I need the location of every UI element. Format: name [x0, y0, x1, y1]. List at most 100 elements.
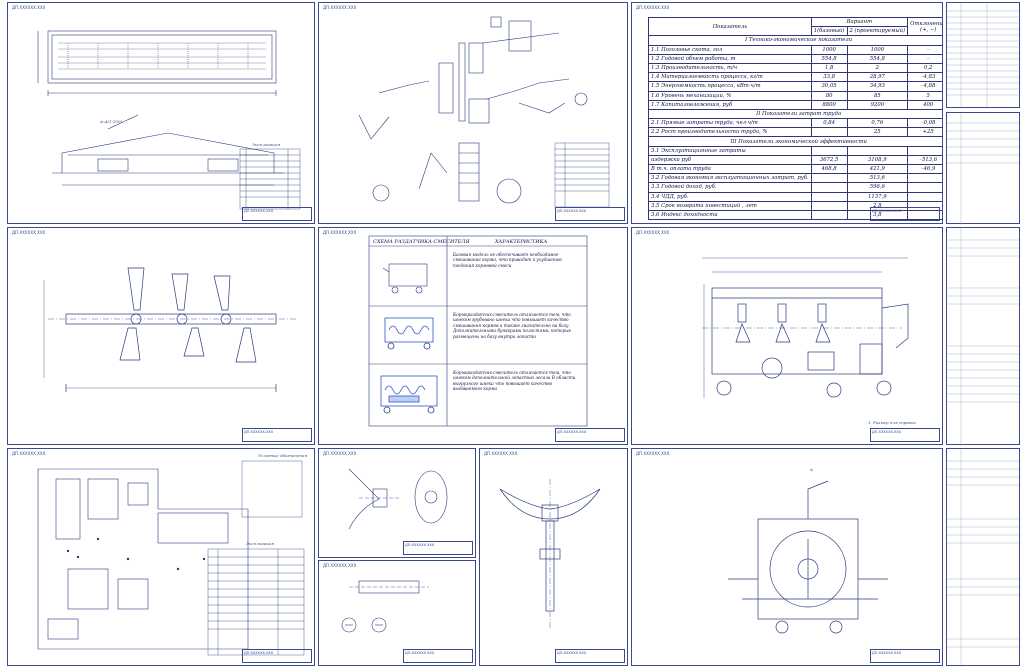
sheet-header: ДП.ХХХХХХ.ХХХ [636, 230, 670, 235]
cell-base [810, 145, 848, 156]
econ-indicators-table: Показатель Вариант Отклонения (+, −) 1(б… [647, 16, 942, 221]
sheet-scheme[interactable]: ДП.ХХХХХХ.ХХХ СХЕМА РАЗДАТЧИКА-СМЕСИТЕЛЯ… [318, 227, 628, 445]
cell-base: 80 [810, 90, 848, 101]
title-block: ДП.ХХХХХХ.ХХХ [242, 207, 312, 221]
cell-project: 1137,9 [846, 191, 909, 202]
cell-project: 85 [846, 90, 909, 101]
cell-deviation: – [907, 44, 942, 55]
cell-deviation: 0,2 [907, 62, 942, 74]
cell-project: 513,6 [846, 173, 909, 184]
title-block: ДП.ХХХХХХ.ХХХ [403, 649, 473, 663]
section-label: А-А(1:100) [100, 119, 123, 124]
sheet-side-view[interactable]: ДП.ХХХХХХ.ХХХ А ДП.ХХХХХХ.ХХХ [631, 448, 943, 666]
cell-project: 1000 [846, 44, 909, 55]
title-block: ДП.ХХХХХХ.ХХХ [870, 428, 940, 442]
characteristic-text-1: Базовая модель не обеспечивает необходим… [453, 252, 562, 268]
cell-indicator: 3.5 Срок возврата инвестиций , лет [648, 200, 812, 211]
spec-strip-top [946, 2, 1021, 109]
cell-project: 596,6 [846, 182, 909, 193]
table-section-row: III Показатели экономической эффективнос… [647, 136, 942, 147]
cell-base [810, 173, 848, 184]
cell-project: 0,76 [846, 118, 909, 129]
cell-base: 0,84 [810, 118, 848, 129]
sheet-assembly[interactable]: ДП.ХХХХХХ.ХХХ 1. Размер для справок ДП.Х… [631, 227, 943, 445]
cell-deviation [907, 200, 942, 211]
cell-base: 468,8 [810, 163, 848, 175]
cell-indicator: 3.6 Индекс доходности [648, 209, 812, 221]
cell-project: 9200 [846, 99, 909, 110]
cell-base: 3672,5 [810, 154, 848, 166]
side-view-drawing [728, 480, 888, 634]
cell-deviation: – [907, 53, 942, 64]
sheet-header: ДП.ХХХХХХ.ХХХ [12, 5, 46, 10]
table-section-row: I Технико-экономические показатели [647, 35, 942, 46]
assembly-drawing [702, 257, 909, 398]
cell-indicator: 1.1 Поголовье скота, гол [648, 44, 812, 55]
cell-base: 33,8 [810, 72, 848, 83]
title-block: ДП.ХХХХХХ.ХХХ [403, 541, 473, 555]
cell-deviation: –513,6 [907, 154, 942, 166]
cell-base: 1,8 [810, 62, 848, 74]
title-block: ДП.ХХХХХХ.ХХХ [242, 649, 312, 663]
cell-deviation [907, 191, 942, 202]
sheet-header: ДП.ХХХХХХ.ХХХ [12, 230, 46, 235]
plan-drawing [37, 460, 305, 656]
head-variant: Вариант [810, 16, 909, 28]
head-indicator: Показатель [648, 16, 812, 37]
cell-base [810, 200, 848, 211]
sheet-process-flow[interactable]: ДП.ХХХХХХ.ХХХ [318, 2, 628, 224]
cell-indicator: 3.2 Годовая экономия эксплуатационных за… [648, 173, 812, 184]
section-label: III Показатели экономической эффективнос… [647, 136, 942, 147]
cell-deviation: –4,83 [907, 72, 942, 83]
cell-indicator: 2.1 Прямые затраты труда, чел·ч/т [648, 118, 812, 129]
sheet-header: ДП.ХХХХХХ.ХХХ [323, 5, 357, 10]
cell-base: 554,8 [810, 53, 848, 64]
cell-base: 1000 [810, 44, 848, 55]
sheet-impeller[interactable]: ДП.ХХХХХХ.ХХХ ДП.ХХХХХХ.ХХХ [318, 448, 476, 558]
sheet-header: ДП.ХХХХХХ.ХХХ [636, 5, 670, 10]
sheet-shaft[interactable]: ДП.ХХХХХХ.ХХХ ДП.ХХХХХХ.ХХХ [318, 560, 476, 666]
scheme-frame [368, 235, 588, 427]
cell-indicator: 1.5 Энергоемкость процесса, кВт·ч/т [648, 81, 812, 92]
cell-indicator: 1.7 Капиталовложения, руб [648, 99, 812, 110]
shaft-drawing [341, 580, 429, 633]
table-section-row: II Показатели затрат труда [647, 108, 942, 120]
table-row: 3.2 Годовая экономия эксплуатационных за… [648, 173, 942, 184]
sheet-rotor[interactable]: ДП.ХХХХХХ.ХХХ ДП.ХХХХХХ.ХХХ [7, 227, 315, 445]
head-deviation: Отклонения (+, −) [907, 16, 942, 37]
sheet-plan[interactable]: ДП.ХХХХХХ.ХХХ Условные обозначения Экспл… [7, 448, 315, 666]
impeller-drawing [348, 468, 448, 530]
table-row: 3.4 ЧДД, руб.1137,9 [648, 191, 942, 202]
cell-indicator: 3.1 Эксплуатационные затраты [648, 145, 812, 156]
title-block: ДП.ХХХХХХ.ХХХ [555, 428, 625, 442]
cell-base [810, 127, 848, 138]
cell-project: 2 [846, 62, 909, 74]
title-block: ДП.ХХХХХХ.ХХХ [555, 207, 625, 221]
spec-lines [947, 228, 1021, 446]
sheet-header: ДП.ХХХХХХ.ХХХ [12, 451, 46, 456]
cell-deviation: 400 [907, 99, 942, 110]
table-row: 3.1 Эксплуатационные затраты [648, 145, 942, 156]
head-base: 1(базовый) [810, 26, 848, 37]
table-row: 2.2 Рост производительности труда, %25+2… [648, 127, 942, 138]
cell-indicator: 1.3 Производительность, т/ч [648, 62, 812, 74]
sheet-building[interactable]: ДП.ХХХХХХ.ХХХ [7, 2, 315, 224]
spec-lines [947, 3, 1021, 109]
table-row: 3.3 Годовой доход, руб.596,6 [648, 182, 942, 193]
sheet-blade-unit[interactable]: ДП.ХХХХХХ.ХХХ ДП.ХХХХХХ.ХХХ [479, 448, 628, 666]
cell-base: 8800 [810, 99, 848, 110]
section-label: I Технико-экономические показатели [647, 35, 942, 46]
cell-deviation [907, 173, 942, 184]
title-block: ДП.ХХХХХХ.ХХХ [870, 207, 940, 221]
plan-legend-title: Условные обозначения [258, 453, 308, 458]
sheet-econ-table[interactable]: ДП.ХХХХХХ.ХХХ Показатель Вариант Отклоне… [631, 2, 943, 224]
rotor-drawing [43, 267, 298, 392]
building-drawing [37, 30, 301, 210]
cell-base [810, 191, 848, 202]
